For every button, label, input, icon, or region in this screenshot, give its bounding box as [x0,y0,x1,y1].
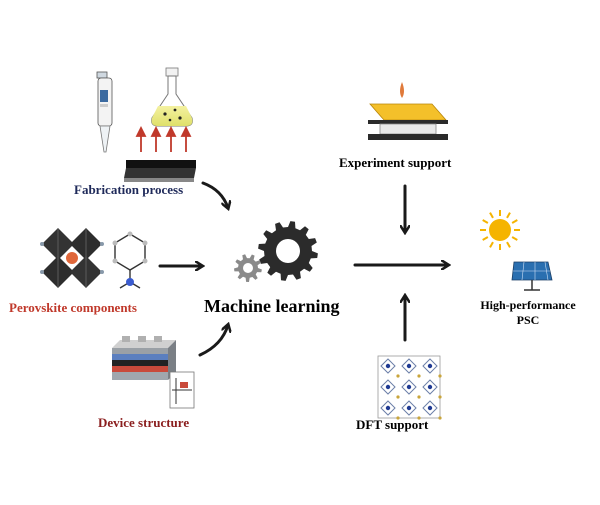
arrow-device-to-ml [198,325,228,357]
flask-icon [151,67,193,127]
device-stack-icon [112,336,195,409]
ml-label: Machine learning [204,296,340,316]
dft-lattice-icon [377,355,442,420]
experiment-label: Experiment support [339,155,452,170]
solar-panel-icon [511,261,553,291]
perovskite-label: Perovskite components [9,300,137,315]
fabrication-label: Fabrication process [74,182,183,197]
device-label: Device structure [98,415,189,430]
substrate-icon [124,160,196,182]
gear-icon [234,221,318,282]
result-label-line2: PSC [517,313,540,327]
perovskite-crystal-icon [40,228,104,288]
dft-label: DFT support [356,417,429,432]
arrow-fabrication-to-ml [201,181,228,208]
result-label-line1: High-performance [480,298,576,312]
pipette-icon [96,71,113,153]
hotplate-icon [368,82,448,140]
heat-arrows [135,125,192,152]
flow-arrows [158,181,448,357]
sun-icon [480,210,520,250]
molecule-icon [112,231,148,289]
